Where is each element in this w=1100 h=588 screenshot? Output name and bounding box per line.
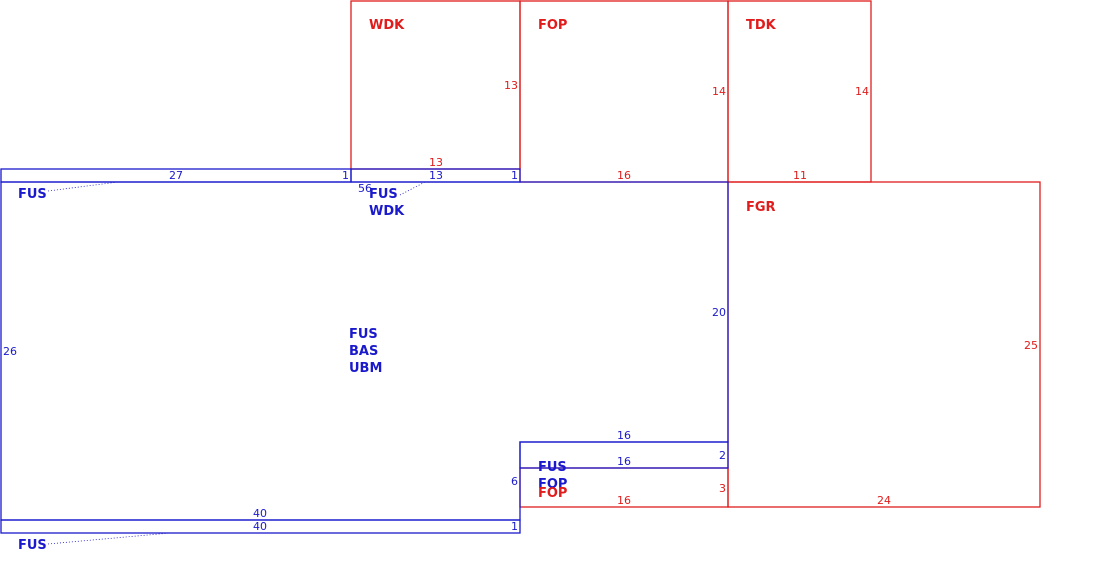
dim-main-height: 26 xyxy=(3,345,17,358)
strip-fus-wdk-outline xyxy=(350,168,521,183)
dim-wdk-width: 13 xyxy=(429,156,443,169)
leader-fus-top xyxy=(47,181,119,192)
room-label-fop-bottom: FOP xyxy=(538,486,567,501)
room-label-fus-main-2: BAS xyxy=(349,344,378,359)
dimension-labels: 13 13 14 16 14 11 25 24 27 1 13 1 56 26 … xyxy=(3,79,1038,533)
room-label-fus-main-3: UBM xyxy=(349,361,382,376)
room-label-wdk: WDK xyxy=(369,18,405,33)
dim-fgr-height: 25 xyxy=(1024,339,1038,352)
leader-lines xyxy=(47,181,426,545)
leader-fus-wdk xyxy=(399,181,426,196)
room-label-fgr: FGR xyxy=(746,200,776,215)
dim-main-bottom-width: 40 xyxy=(253,507,267,520)
blue-zone-outlines xyxy=(0,168,729,534)
room-label-fus-main-1: FUS xyxy=(349,327,378,342)
room-fgr-outline xyxy=(727,181,1041,508)
room-fus-fop-outline xyxy=(519,441,729,469)
dim-tdk-width: 11 xyxy=(793,169,807,182)
dim-fgr-width: 24 xyxy=(877,494,891,507)
room-label-tdk: TDK xyxy=(746,18,777,33)
dim-fop-height: 14 xyxy=(712,85,726,98)
room-label-fus-wdk-1: FUS xyxy=(369,187,398,202)
dim-strip-bottom-depth: 1 xyxy=(511,520,518,533)
room-label-fus-fop-1: FUS xyxy=(538,460,567,475)
dim-strip-mid-depth: 1 xyxy=(511,169,518,182)
dim-main-right-height: 20 xyxy=(712,306,726,319)
dim-strip-top-depth: 1 xyxy=(342,169,349,182)
room-label-fus-fop-2: FOP xyxy=(538,477,567,492)
dim-wdk-height: 13 xyxy=(504,79,518,92)
room-label-fus-top: FUS xyxy=(18,187,47,202)
dim-fop-bottom-width: 16 xyxy=(617,494,631,507)
room-label-fus-wdk-2: WDK xyxy=(369,204,405,219)
dim-fop-width: 16 xyxy=(617,169,631,182)
leader-fus-bottom xyxy=(47,532,171,545)
room-label-fus-bottom: FUS xyxy=(18,538,47,553)
room-label-fop: FOP xyxy=(538,18,567,33)
dim-fop-bottom-depth: 3 xyxy=(719,482,726,495)
dim-strip-top-width: 27 xyxy=(169,169,183,182)
dim-strip-code: 56 xyxy=(358,182,372,195)
dim-fus-fop-width-top: 16 xyxy=(617,429,631,442)
dim-strip-bottom-width: 40 xyxy=(253,520,267,533)
dim-fus-fop-width-mid: 16 xyxy=(617,455,631,468)
room-labels: WDK FOP TDK FGR FUS FUS WDK FUS BAS UBM … xyxy=(18,18,777,553)
dim-strip-mid-width: 13 xyxy=(429,169,443,182)
dim-fus-fop-depth: 2 xyxy=(719,449,726,462)
red-zone-outlines xyxy=(350,0,1041,508)
strip-fus-bottom-outline xyxy=(0,519,521,534)
dim-main-notch-depth: 6 xyxy=(511,475,518,488)
dim-tdk-height: 14 xyxy=(855,85,869,98)
